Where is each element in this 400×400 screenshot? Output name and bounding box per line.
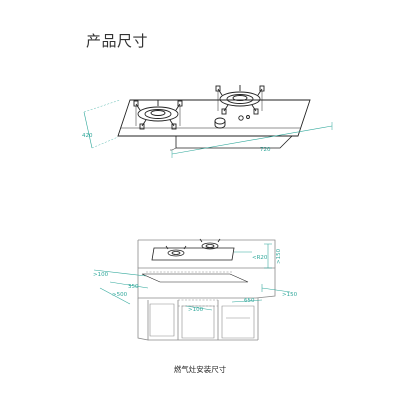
control-knobs [214,115,250,129]
cabinet-drawers [221,305,255,339]
installation-drawing [137,238,276,341]
dim-gt150-bottom-label: >150 [282,292,298,298]
page-title: 产品尺寸 [86,32,149,50]
cooktop-body [175,135,293,149]
back-wall [137,239,276,268]
dim-650-label: 650 [244,298,255,304]
dim-gt100-top-label: >100 [93,272,109,278]
cabinet [137,298,259,341]
product-dimensions [83,99,333,158]
dim-r20-label: <R20 [252,255,268,261]
dim-gt150-right-label: >150 [276,248,282,264]
dim-depth-label: 420 [82,133,93,139]
installation-dimensions [93,243,291,311]
dim-gt100-bottom-label: >100 [188,307,204,313]
cooktop-product-drawing [117,85,311,151]
right-burner [215,85,265,115]
left-burner [133,100,183,130]
dim-350-label: 350 [128,284,139,290]
countertop [137,267,276,299]
cooktop-glass-top [117,99,311,137]
installed-right-burner [199,238,221,250]
counter-cutout [141,273,249,283]
dim-gt500-label: >500 [112,292,128,298]
dim-width-label: 720 [260,147,271,153]
installed-left-burner [165,245,187,257]
installation-caption: 燃气灶安装尺寸 [173,365,227,374]
installed-cooktop [151,247,235,261]
